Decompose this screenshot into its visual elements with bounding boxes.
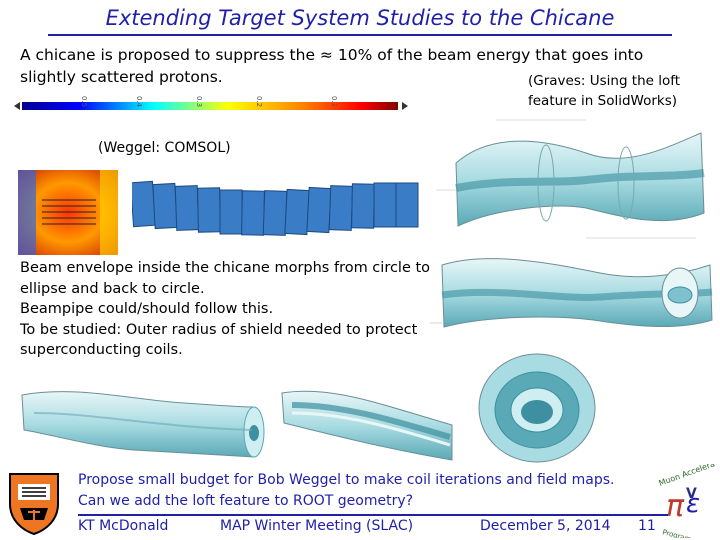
body-paragraph-shield: To be studied: Outer radius of shield ne…: [20, 321, 418, 359]
field-colorbar: 0.5 0.4 0.3 0.2 0.1: [12, 86, 424, 122]
colorbar-tick: 0.5: [80, 96, 88, 107]
footer-rule: [78, 514, 668, 516]
weggel-credit: (Weggel: COMSOL): [98, 140, 231, 156]
solidworks-loft-drawing-upper: [436, 119, 705, 239]
footer-author: KT McDonald: [78, 518, 169, 534]
comsol-field-map-image: [18, 170, 118, 255]
footer-page-number: 11: [638, 518, 656, 534]
svg-text:V: V: [686, 486, 697, 502]
note-budget: Propose small budget for Bob Weggel to m…: [78, 472, 615, 488]
svg-text:Program: Program: [661, 528, 692, 538]
note-root-geometry: Can we add the loft feature to ROOT geom…: [78, 493, 414, 509]
body-paragraph-beampipe: Beampipe could/should follow this.: [20, 301, 274, 317]
colorbar-tick: 0.4: [135, 96, 143, 108]
chicane-coils-image: [132, 180, 419, 236]
colorbar-tick: 0.3: [195, 96, 203, 107]
title-underline: [48, 34, 672, 36]
slide-title: Extending Target System Studies to the C…: [105, 6, 615, 30]
colorbar-tick: 0.1: [330, 96, 338, 107]
footer: KT McDonald MAP Winter Meeting (SLAC) De…: [78, 518, 718, 538]
body-text: Beam envelope inside the chicane morphs …: [20, 258, 440, 361]
pipe-render-1: [21, 391, 265, 458]
graves-credit-line-2: feature in SolidWorks): [528, 93, 678, 109]
princeton-shield-logo: [9, 473, 59, 536]
colorbar-tick: 0.2: [255, 96, 263, 107]
svg-text:π: π: [666, 489, 685, 524]
svg-text:ε: ε: [686, 489, 700, 519]
intro-line-2: slightly scattered protons.: [20, 68, 223, 86]
intro-text: A chicane is proposed to suppress the ≈ …: [20, 44, 643, 88]
footer-date: December 5, 2014: [480, 518, 611, 534]
notes: Propose small budget for Bob Weggel to m…: [78, 470, 614, 512]
pipe-render-2-cutaway: [281, 390, 453, 461]
graves-credit-line-1: (Graves: Using the loft: [528, 73, 681, 89]
graves-credit: (Graves: Using the loft feature in Solid…: [528, 71, 680, 111]
body-paragraph-envelope: Beam envelope inside the chicane morphs …: [20, 260, 431, 297]
pipe-render-3-end-view: [478, 353, 596, 463]
svg-text:Muon Accelera: Muon Accelera: [658, 464, 716, 488]
muon-accelerator-program-logo: Muon Accelera π ε V Program: [658, 464, 716, 538]
intro-line-1: A chicane is proposed to suppress the ≈ …: [20, 46, 644, 64]
footer-meeting: MAP Winter Meeting (SLAC): [220, 518, 414, 534]
solidworks-loft-drawing-lower: [430, 258, 713, 328]
